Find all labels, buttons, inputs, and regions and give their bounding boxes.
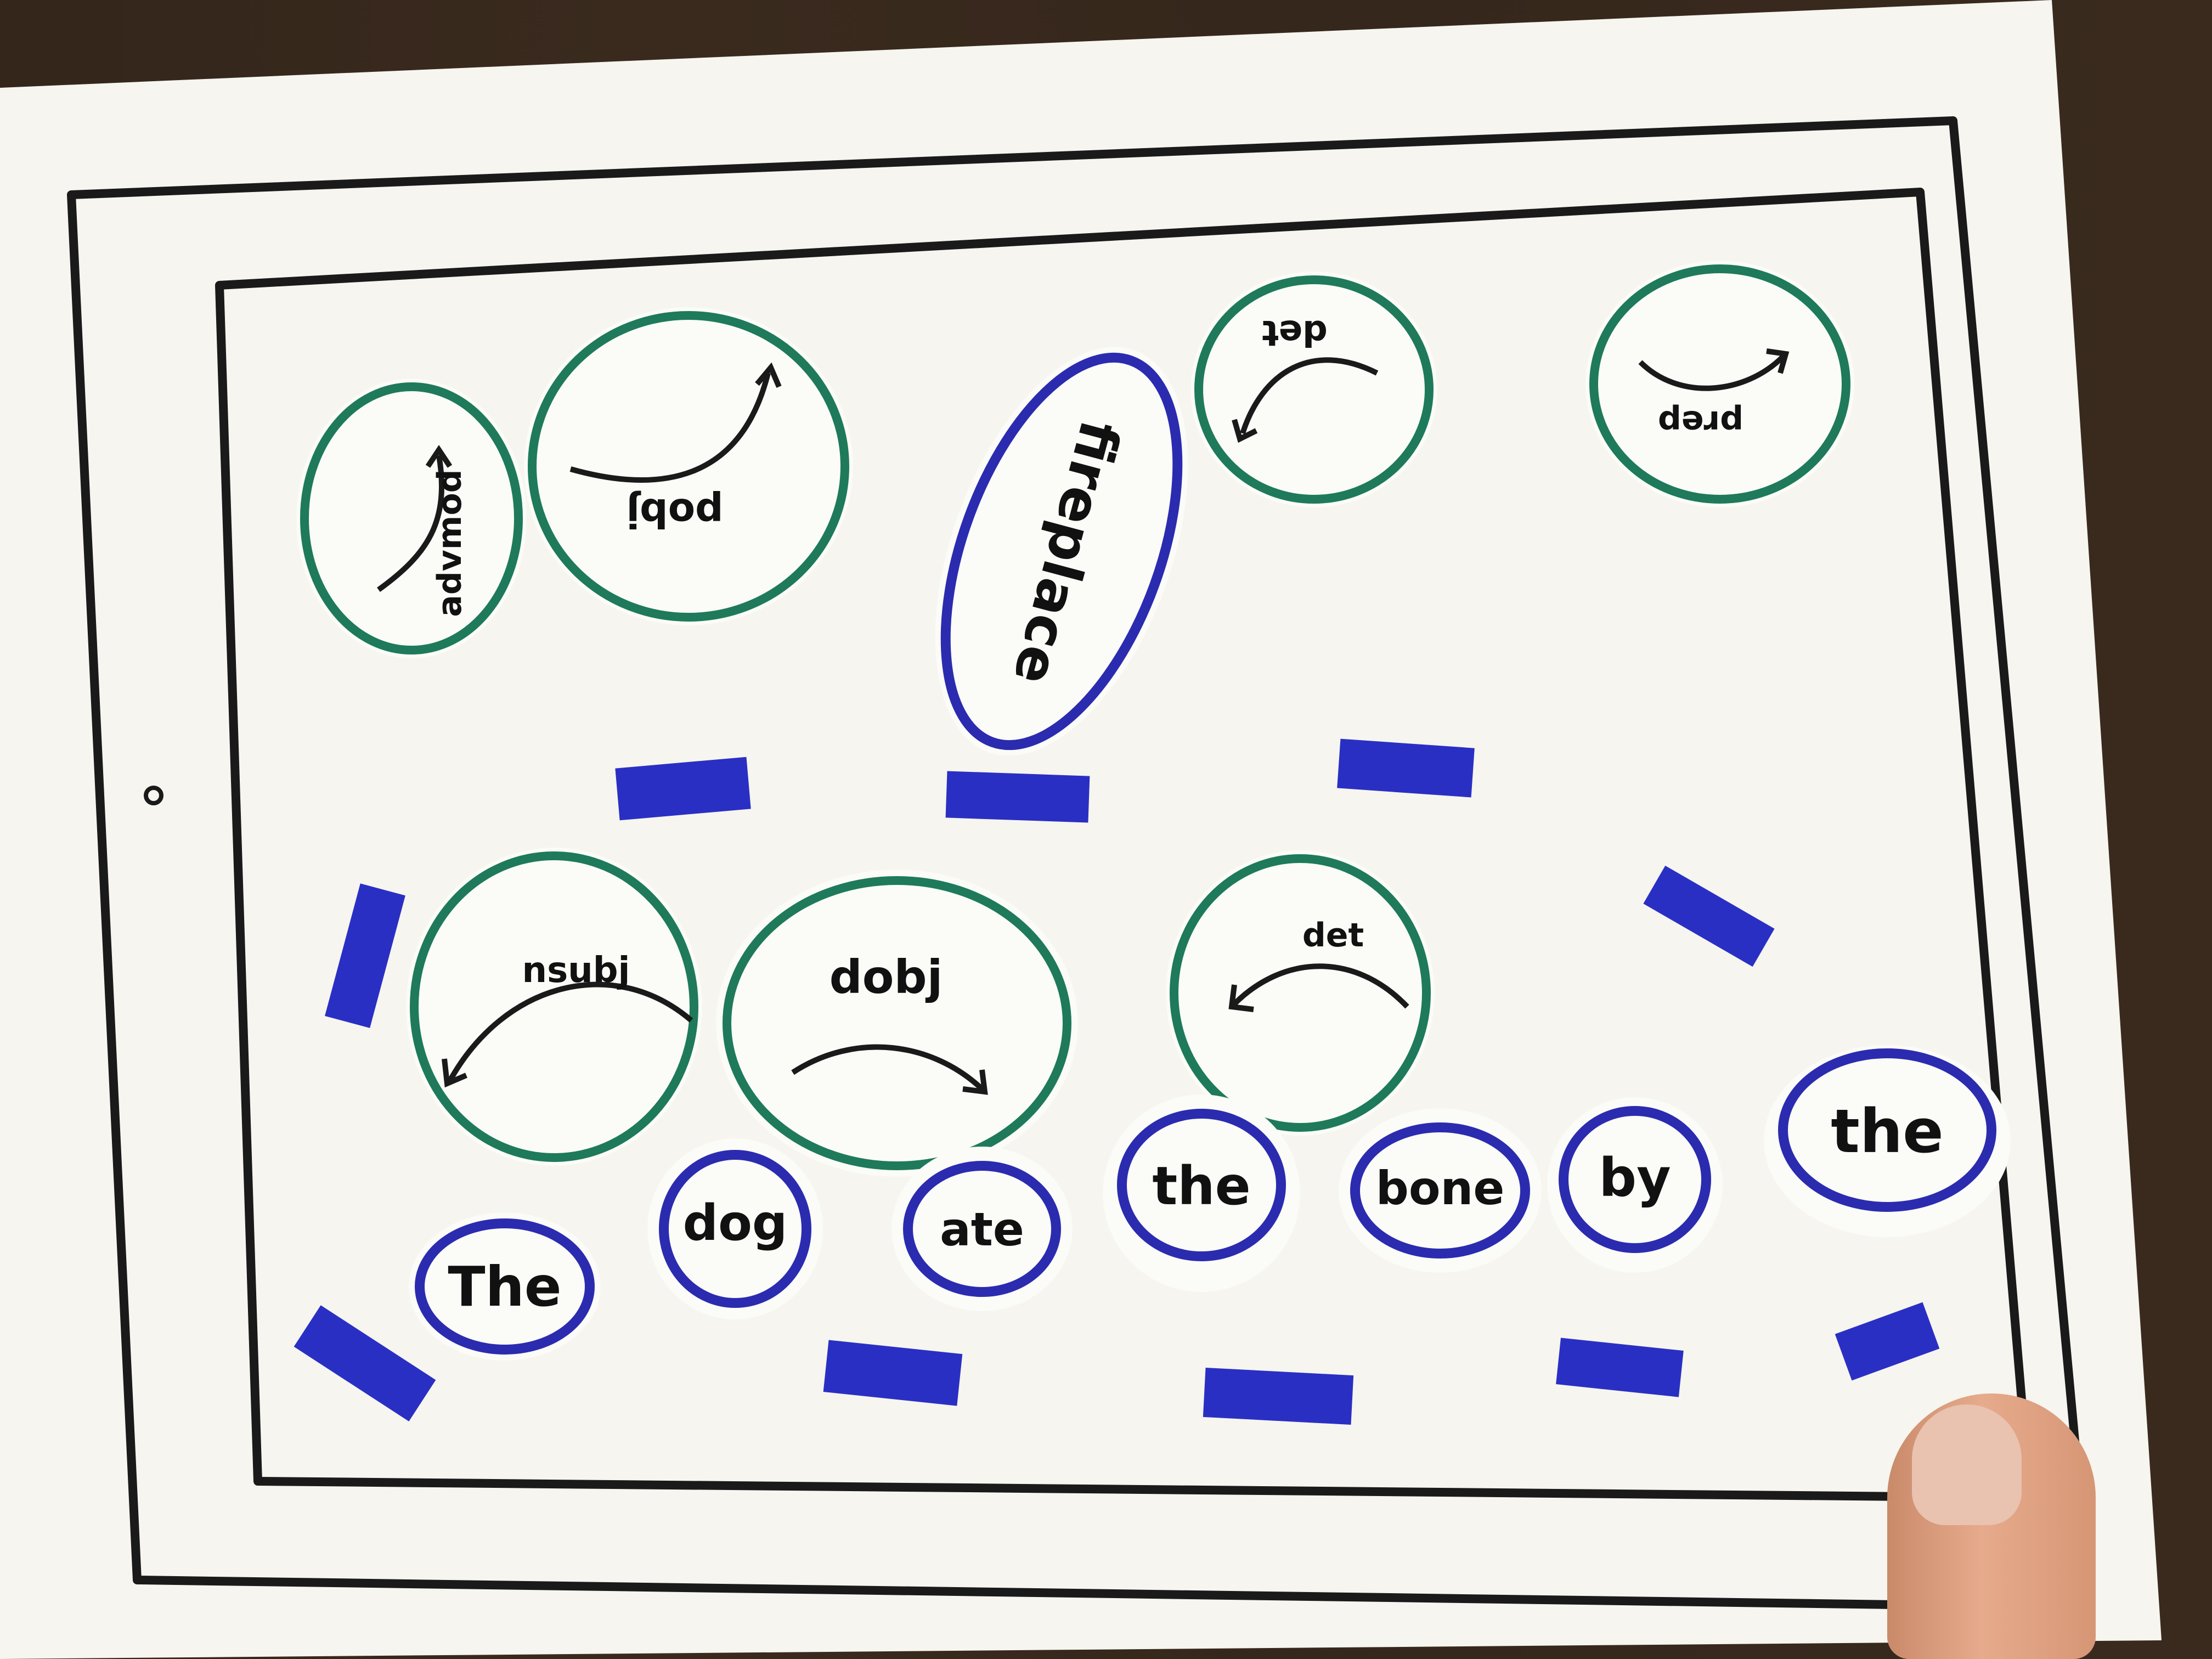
label-pobj[interactable]: pobj bbox=[524, 307, 853, 625]
blue-tile[interactable] bbox=[294, 1305, 436, 1421]
label-det-mid-text: det bbox=[1302, 916, 1364, 955]
label-prep[interactable]: prep bbox=[1585, 261, 1854, 507]
label-dobj[interactable]: dobj bbox=[716, 870, 1078, 1177]
label-nsubj[interactable]: nsubj bbox=[406, 848, 702, 1166]
word-dog[interactable]: dog bbox=[647, 1138, 823, 1319]
word-the-3-text: the bbox=[1831, 1096, 1944, 1166]
label-det-top-text: det bbox=[1262, 312, 1328, 353]
label-det-mid[interactable]: det bbox=[1166, 850, 1435, 1136]
word-the-2[interactable]: the bbox=[1103, 1094, 1300, 1292]
blue-tile[interactable] bbox=[823, 1340, 963, 1406]
blue-tile[interactable] bbox=[1556, 1338, 1684, 1397]
blue-tile[interactable] bbox=[1337, 738, 1475, 798]
word-bone-text: bone bbox=[1376, 1161, 1505, 1215]
label-prep-text: prep bbox=[1658, 403, 1743, 442]
word-the-2-text: the bbox=[1152, 1155, 1250, 1217]
label-dobj-text: dobj bbox=[830, 950, 943, 1004]
word-the-1[interactable]: The bbox=[409, 1212, 601, 1361]
blue-tile[interactable] bbox=[325, 883, 405, 1028]
label-nsubj-text: nsubj bbox=[522, 950, 630, 991]
word-fireplace[interactable]: fireplace bbox=[885, 313, 1238, 790]
word-dog-text: dog bbox=[683, 1194, 788, 1252]
label-advmod-text: advmod bbox=[431, 469, 469, 617]
word-ate[interactable]: ate bbox=[891, 1147, 1073, 1311]
word-the-1-text: The bbox=[448, 1255, 561, 1319]
fingernail bbox=[1912, 1404, 2022, 1525]
label-det-top[interactable]: det bbox=[1190, 272, 1437, 507]
word-by-text: by bbox=[1599, 1147, 1671, 1209]
blue-tile[interactable] bbox=[1203, 1367, 1354, 1425]
blue-tile[interactable] bbox=[1643, 865, 1775, 967]
blue-tile[interactable] bbox=[945, 771, 1090, 823]
blue-tile[interactable] bbox=[615, 757, 751, 821]
label-advmod[interactable]: advmod bbox=[296, 379, 527, 658]
label-pobj-text: pobj bbox=[626, 490, 723, 536]
word-bone[interactable]: bone bbox=[1339, 1108, 1542, 1273]
word-ate-text: ate bbox=[940, 1203, 1024, 1256]
home-button-dot bbox=[144, 786, 163, 805]
blue-tile[interactable] bbox=[1835, 1302, 1940, 1381]
word-the-3[interactable]: the bbox=[1764, 1045, 2011, 1237]
word-by[interactable]: by bbox=[1547, 1097, 1723, 1273]
paper-sheet bbox=[0, 0, 2162, 1659]
